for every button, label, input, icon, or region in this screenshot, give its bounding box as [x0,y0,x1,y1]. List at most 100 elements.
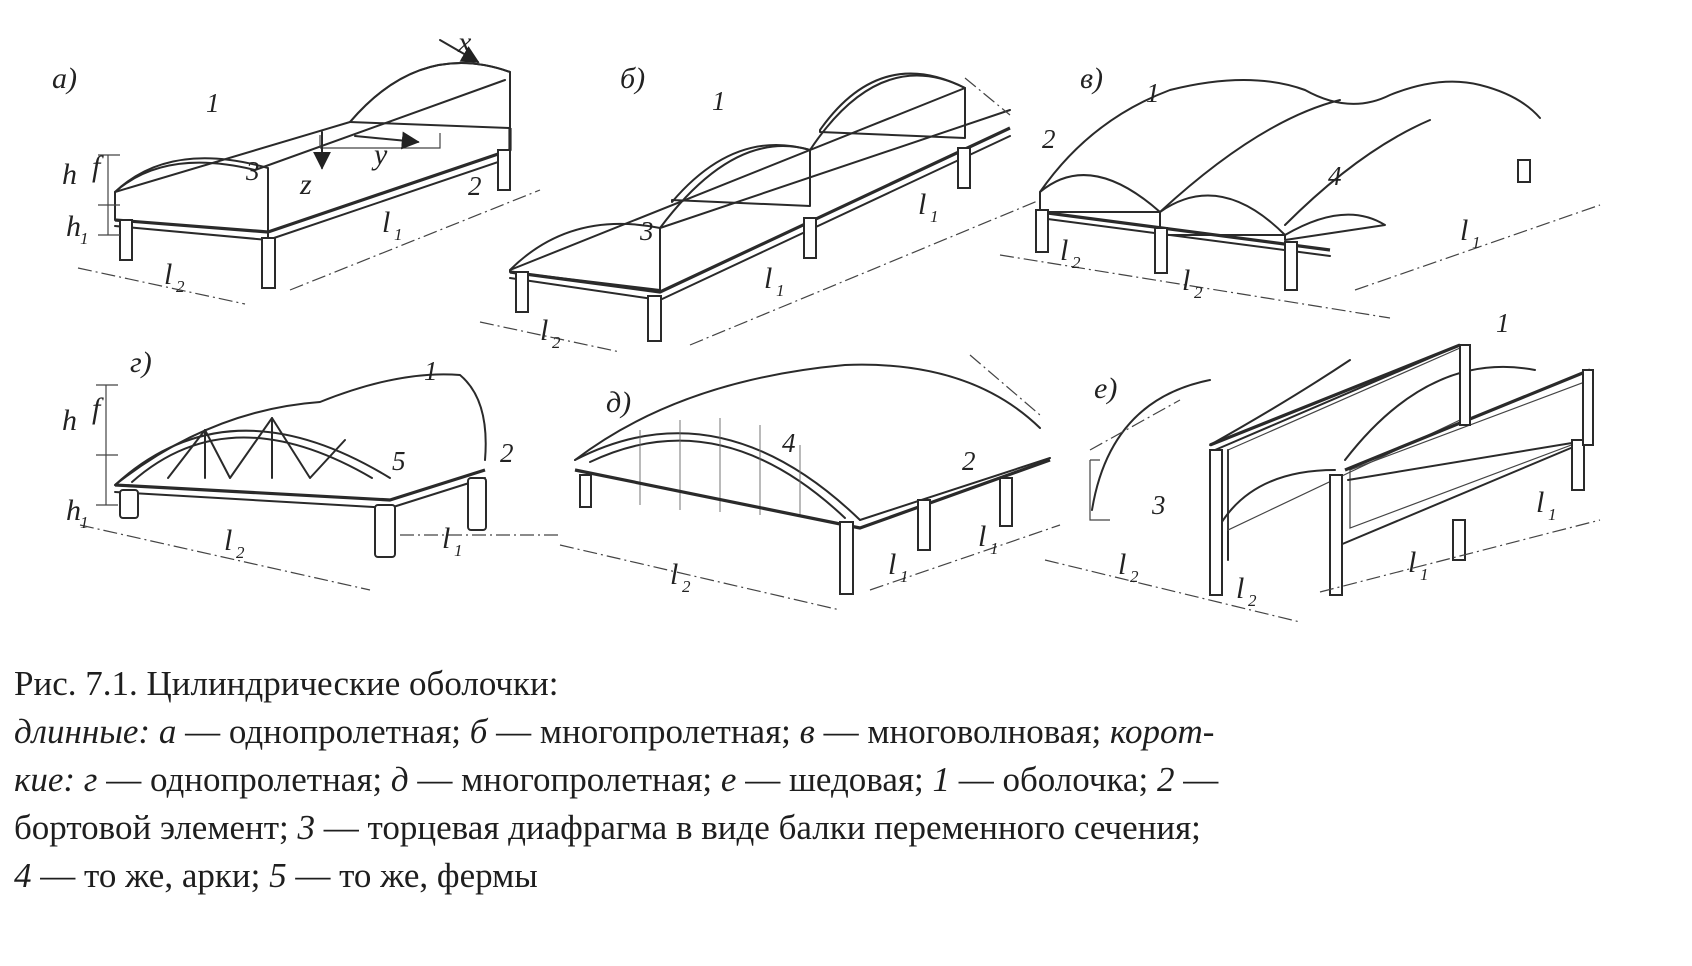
panel-c-dim-l1: l [1460,214,1468,247]
panel-g-label-5: 5 [392,446,406,476]
panel-d-letter: д) [606,386,631,419]
caption-run: — торцевая диафрагма в виде балки переме… [315,808,1201,847]
panel-a-dim-h1: h [66,210,81,243]
panel-e-dim-l1a: l [1408,546,1416,579]
panel-c [999,79,1601,319]
caption-run: е [720,760,737,799]
caption-run: корот- [1109,712,1215,751]
caption-run: — многопролетная; [408,760,721,799]
caption-run: 1 [932,760,950,799]
caption-line-2: длинные: а — однопролетная; б — многопро… [14,708,1674,756]
panel-d-label-2: 2 [962,446,976,476]
panel-e-dim-l1b-sub: 1 [1548,505,1557,524]
caption-run: — шедовая; [736,760,933,799]
panel-a-axis-z: z [299,168,312,201]
panel-d-label-4: 4 [782,428,796,458]
panel-c-dim-l2b: l [1182,264,1190,297]
panel-d-dim-l2: l [670,558,678,591]
caption-run: в [799,712,815,751]
panel-d-dim-l1b: l [978,520,986,553]
panel-e-dim-l1b: l [1536,486,1544,519]
panel-b-dim-l1b: l [764,262,772,295]
panel-b [479,72,1041,353]
panel-e-dim-l2a: l [1118,548,1126,581]
panel-g-dim-l1: l [442,522,450,555]
panel-a-dim-l2: l [164,258,172,291]
panel-b-label-2: 2 [1042,124,1056,154]
panel-d [559,354,1061,611]
panel-g-dim-l2-sub: 2 [236,543,245,562]
panel-b-letter: б) [620,62,645,95]
panel-a-axis-y: y [371,138,388,171]
shells-figure: а) 1 2 3 x y z h f h 1 l 1 l 2 б) 1 2 3 … [52,26,1601,623]
caption-run: кие: г [14,760,98,799]
panel-a-dim-l1-sub: 1 [394,225,403,244]
panel-c-dim-l2a: l [1060,234,1068,267]
panel-e-dim-l2b-sub: 2 [1248,591,1257,610]
panel-g-dim-l1-sub: 1 [454,541,463,560]
panel-d-dim-l1b-sub: 1 [990,539,999,558]
caption-line-4: бортовой элемент; 3 — торцевая диафрагма… [14,804,1674,852]
panel-a-label-3: 3 [245,156,260,186]
panel-g-dim-h1-sub: 1 [80,513,89,532]
panel-a-dim-l2-sub: 2 [176,277,185,296]
caption-run: — однопролетная; [176,712,470,751]
panel-b-dim-l1a: l [918,188,926,221]
panel-g-dim-h1: h [66,494,81,527]
caption-run: — [1174,760,1219,799]
caption-run: д [390,760,409,799]
caption-line-3: кие: г — однопролетная; д — многопролетн… [14,756,1674,804]
panel-g-dim-h: h [62,404,77,437]
panel-a-dim-h: h [62,158,77,191]
panel-b-dim-l2: l [540,314,548,347]
panel-c-label-4: 4 [1328,161,1342,191]
panel-a-axis-x: x [457,26,472,59]
caption-run: 5 [269,856,287,895]
panel-g-dim-f: f [92,392,104,425]
panel-c-label-1: 1 [1146,78,1160,108]
panel-b-dim-l1a-sub: 1 [930,207,939,226]
panel-b-label-3: 3 [639,216,654,246]
caption-run: — однопролетная; [97,760,391,799]
panel-d-dim-l1a: l [888,548,896,581]
panel-g [79,373,560,591]
caption-run: — оболочка; [949,760,1157,799]
caption-run: длинные: а [14,712,177,751]
panel-a-dim-l1: l [382,206,390,239]
panel-e-label-1: 1 [1496,308,1510,338]
panel-e-dim-l2a-sub: 2 [1130,567,1139,586]
panel-c-letter: в) [1080,62,1103,95]
panel-g-label-2: 2 [500,438,514,468]
panel-g-letter: г) [130,346,152,379]
panel-b-dim-l1b-sub: 1 [776,281,785,300]
panel-c-dim-l2b-sub: 2 [1194,283,1203,302]
panel-e-label-3: 3 [1151,490,1166,520]
panel-a-dim-h1-sub: 1 [80,229,89,248]
panel-e-dim-l2b: l [1236,572,1244,605]
panel-e-dim-l1a-sub: 1 [1420,565,1429,584]
caption-run: б [469,712,488,751]
panel-d-dim-l2-sub: 2 [682,577,691,596]
caption-run: — то же, арки; [31,856,270,895]
caption-run: — многоволновая; [814,712,1110,751]
panel-c-dim-l2a-sub: 2 [1072,253,1081,272]
caption-run: бортовой элемент; [14,808,298,847]
caption-run: 4 [14,856,32,895]
panel-e-letter: е) [1094,372,1117,405]
panel-e [1044,343,1601,623]
panel-b-label-1: 1 [712,86,726,116]
caption-title: Рис. 7.1. Цилиндрические оболочки: [14,664,559,703]
caption-line-5: 4 — то же, арки; 5 — то же, фермы [14,852,1674,900]
panel-a [77,39,541,305]
panel-a-label-1: 1 [206,88,220,118]
panel-g-label-1: 1 [424,356,438,386]
caption-run: — многопролетная; [487,712,800,751]
panel-a-label-2: 2 [468,171,482,201]
caption-run: 3 [297,808,316,847]
panel-g-dim-l2: l [224,524,232,557]
caption-run: 2 [1156,760,1175,799]
panel-d-dim-l1a-sub: 1 [900,567,909,586]
figure-caption: Рис. 7.1. Цилиндрические оболочки: длинн… [14,660,1674,900]
panel-b-dim-l2-sub: 2 [552,333,561,352]
panel-c-dim-l1-sub: 1 [1472,233,1481,252]
